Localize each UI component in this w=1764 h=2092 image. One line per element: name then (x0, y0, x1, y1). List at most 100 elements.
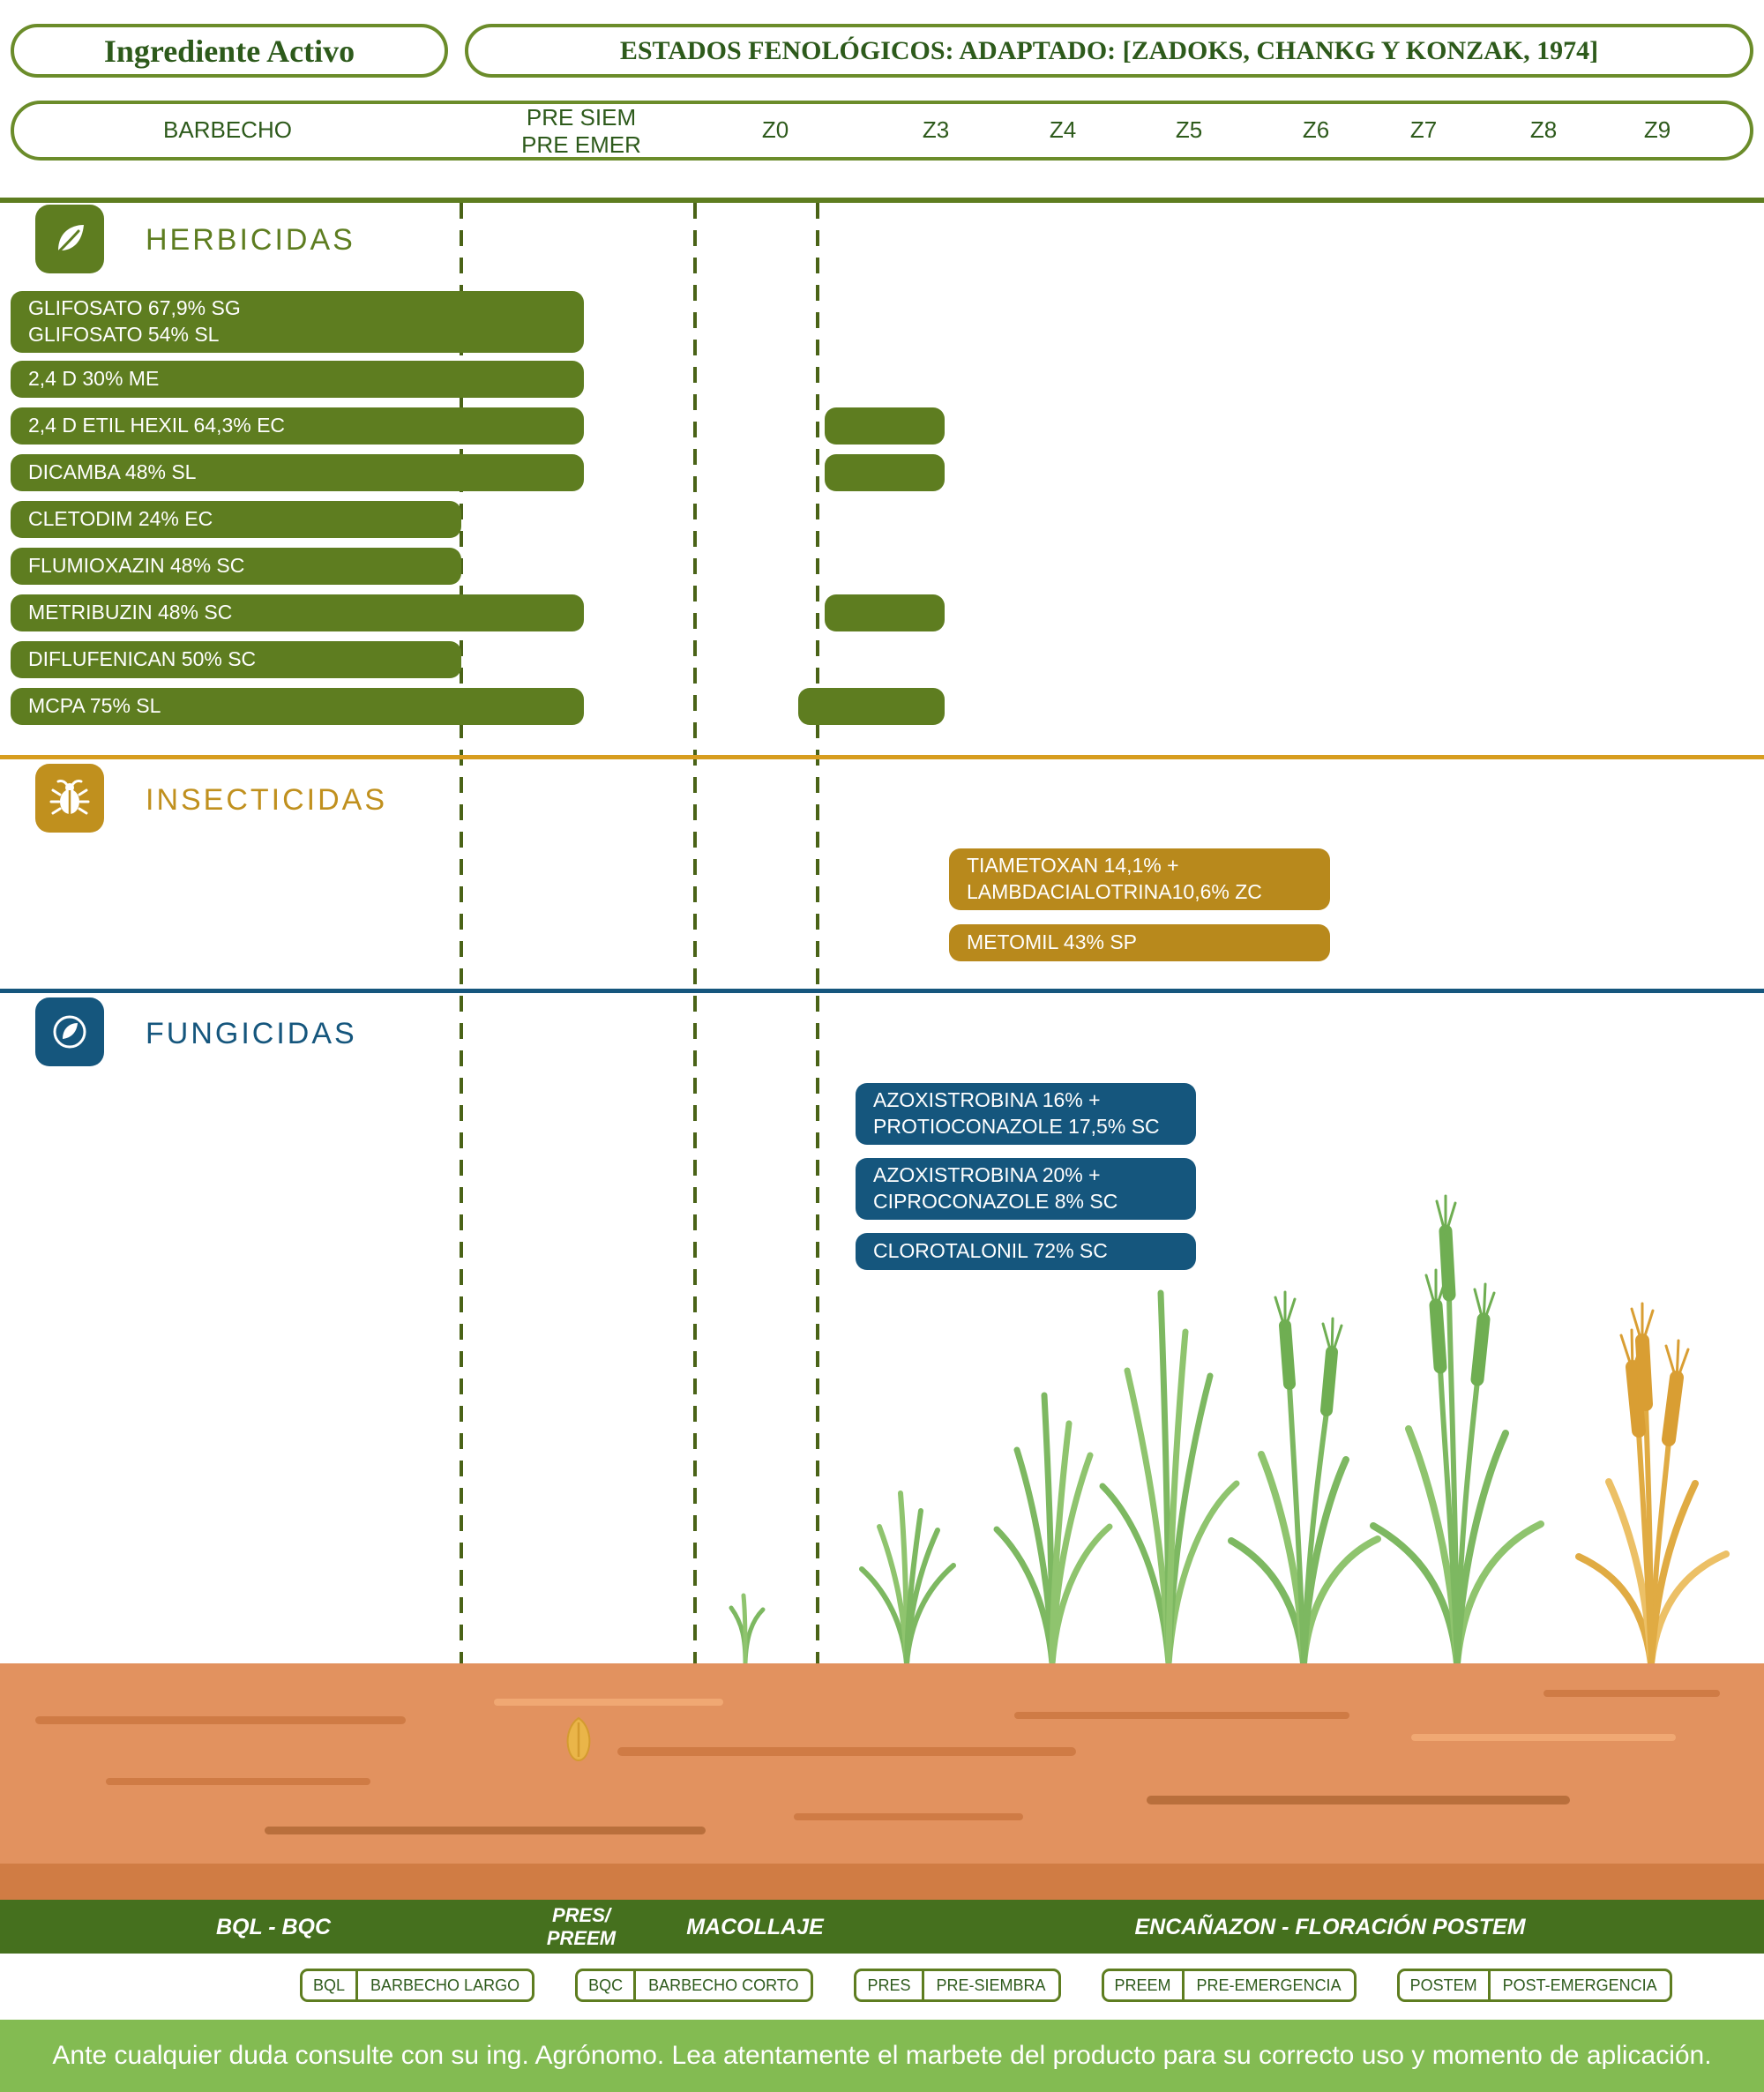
active-ingredient-title: Ingrediente Activo (103, 33, 355, 69)
bar-azoxistrobina-16-label: AZOXISTROBINA 16% + PROTIOCONAZOLE 17,5%… (873, 1088, 1160, 1138)
soil-streak (35, 1716, 406, 1724)
legend-abbr: POSTEM (1400, 1971, 1491, 1999)
legend-item-bqc: BQC BARBECHO CORTO (575, 1969, 814, 2002)
column-label-z3: Z3 (922, 116, 950, 143)
bar-24d-etil-hexil-label: 2,4 D ETIL HEXIL 64,3% EC (28, 414, 286, 437)
soil-streak (794, 1813, 1023, 1820)
bar-metomil-label: METOMIL 43% SP (967, 930, 1138, 954)
soil-streak (1014, 1712, 1349, 1719)
insecticides-section-icon (35, 764, 104, 833)
soil-streak (1544, 1690, 1720, 1697)
soil-streak (617, 1747, 1076, 1756)
soil-streak (265, 1827, 706, 1834)
phase-label-encanazon-floracion: ENCAÑAZON - FLORACIÓN POSTEM (1134, 1915, 1526, 1939)
fungicides-divider-line (0, 989, 1764, 993)
soil-streak (1411, 1734, 1676, 1741)
legend-label: PRE-SIEMBRA (936, 1976, 1046, 1994)
bar-mcpa-z3-segment (798, 688, 945, 725)
wheat-plant-stem-elongation (993, 1392, 1113, 1665)
bar-dicamba-label: DICAMBA 48% SL (28, 460, 197, 484)
legend-abbr: PRES (856, 1971, 924, 1999)
leaf-circle-icon (53, 1015, 86, 1049)
wheat-plant-heading (1228, 1290, 1381, 1665)
soil-streak (494, 1699, 723, 1706)
bar-dicamba: DICAMBA 48% SL (11, 454, 584, 491)
footer-advisory-bar: Ante cualquier duda consulte con su ing.… (0, 2020, 1764, 2092)
bar-cletodim: CLETODIM 24% EC (11, 501, 461, 538)
phase-label-bql-bqc: BQL - BQC (215, 1915, 332, 1939)
bar-tiametoxan-label: TIAMETOXAN 14,1% + LAMBDACIALOTRINA10,6%… (967, 854, 1262, 903)
insecticides-section-title: INSECTICIDAS (146, 783, 388, 817)
bar-24d-etil-hexil: 2,4 D ETIL HEXIL 64,3% EC (11, 407, 584, 445)
herbicides-section-title: HERBICIDAS (146, 223, 355, 257)
bar-clorotalonil-label: CLOROTALONIL 72% SC (873, 1239, 1108, 1263)
bar-24d-30-label: 2,4 D 30% ME (28, 367, 160, 391)
bar-clorotalonil: CLOROTALONIL 72% SC (856, 1233, 1196, 1270)
herbicides-section-icon (35, 205, 104, 273)
legend-label: BARBECHO CORTO (648, 1976, 799, 1994)
bar-cletodim-label: CLETODIM 24% EC (28, 507, 213, 531)
legend-label: PRE-EMERGENCIA (1196, 1976, 1342, 1994)
phenological-stages-header-box: ESTADOS FENOLÓGICOS: ADAPTADO: [ZADOKS, … (465, 24, 1753, 78)
fungicides-section-icon (35, 997, 104, 1066)
bar-glifosato-label: GLIFOSATO 67,9% SG GLIFOSATO 54% SL (28, 296, 241, 346)
beetle-icon (49, 780, 90, 815)
legend-item-pres: PRES PRE-SIEMBRA (854, 1969, 1061, 2002)
legend-row: BQL BARBECHO LARGO BQC BARBECHO CORTO PR… (300, 1969, 1672, 2002)
bar-glifosato: GLIFOSATO 67,9% SG GLIFOSATO 54% SL (11, 291, 584, 353)
bar-azoxistrobina-16: AZOXISTROBINA 16% + PROTIOCONAZOLE 17,5%… (856, 1083, 1196, 1145)
phenological-stages-title: ESTADOS FENOLÓGICOS: ADAPTADO: [ZADOKS, … (619, 35, 1599, 65)
active-ingredient-header-box: Ingrediente Activo (11, 24, 448, 78)
timeline-dashed-line-preemer-end (693, 203, 697, 1663)
bar-metribuzin: METRIBUZIN 48% SC (11, 594, 584, 631)
column-label-z4: Z4 (1049, 116, 1077, 143)
bar-azoxistrobina-20-label: AZOXISTROBINA 20% + CIPROCONAZOLE 8% SC (873, 1163, 1118, 1213)
phase-band (0, 1900, 1764, 1954)
bar-tiametoxan: TIAMETOXAN 14,1% + LAMBDACIALOTRINA10,6%… (949, 848, 1330, 910)
bar-flumioxazin-label: FLUMIOXAZIN 48% SC (28, 554, 245, 578)
legend-item-postem: POSTEM POST-EMERGENCIA (1396, 1969, 1672, 2002)
phase-label-macollaje: MACOLLAJE (686, 1915, 824, 1939)
stage-columns-box (11, 101, 1753, 161)
column-label-z7: Z7 (1409, 116, 1438, 143)
leaf-icon (55, 225, 84, 256)
subsoil-band (0, 1864, 1764, 1900)
column-label-z6: Z6 (1302, 116, 1330, 143)
phase-label-pres-preem: PRES/ PREEM (546, 1904, 617, 1950)
column-label-z5: Z5 (1175, 116, 1203, 143)
bar-24d-etil-hexil-z3-segment (825, 407, 945, 445)
bar-flumioxazin: FLUMIOXAZIN 48% SC (11, 548, 461, 585)
fungicides-section-title: FUNGICIDAS (146, 1017, 357, 1050)
timeline-dashed-line-barbecho-end (460, 203, 463, 1663)
wheat-plant-seedling (729, 1593, 766, 1665)
column-label-z9: Z9 (1643, 116, 1671, 143)
column-label-z8: Z8 (1529, 116, 1558, 143)
legend-abbr: PREEM (1104, 1971, 1185, 1999)
column-label-z0: Z0 (761, 116, 789, 143)
legend-item-preem: PREEM PRE-EMERGENCIA (1101, 1969, 1357, 2002)
legend-label: POST-EMERGENCIA (1502, 1976, 1657, 1994)
bar-metribuzin-z3-segment (825, 594, 945, 631)
bar-24d-30: 2,4 D 30% ME (11, 361, 584, 398)
bar-mcpa: MCPA 75% SL (11, 688, 584, 725)
bar-metribuzin-label: METRIBUZIN 48% SC (28, 601, 233, 624)
bar-dicamba-z3-segment (825, 454, 945, 491)
column-label-presiem-preemer: PRE SIEM PRE EMER (521, 104, 641, 158)
bar-diflufenican: DIFLUFENICAN 50% SC (11, 641, 461, 678)
soil-streak (1147, 1796, 1570, 1804)
wheat-plant-booting (1099, 1289, 1240, 1665)
timeline-dashed-line-z0-end (816, 203, 819, 1663)
wheat-seed (566, 1716, 591, 1762)
legend-abbr: BQL (303, 1971, 359, 1999)
bar-metomil: METOMIL 43% SP (949, 924, 1330, 961)
column-label-barbecho: BARBECHO (163, 116, 292, 143)
wheat-plant-mature-golden (1575, 1302, 1730, 1665)
bar-mcpa-label: MCPA 75% SL (28, 694, 161, 718)
footer-advisory-text: Ante cualquier duda consulte con su ing.… (52, 2041, 1712, 2070)
wheat-plant-flowering (1370, 1194, 1544, 1665)
insecticides-divider-line (0, 755, 1764, 759)
wheat-plant-tillering (859, 1491, 956, 1665)
legend-item-bql: BQL BARBECHO LARGO (300, 1969, 535, 2002)
herbicides-divider-line (0, 198, 1764, 203)
